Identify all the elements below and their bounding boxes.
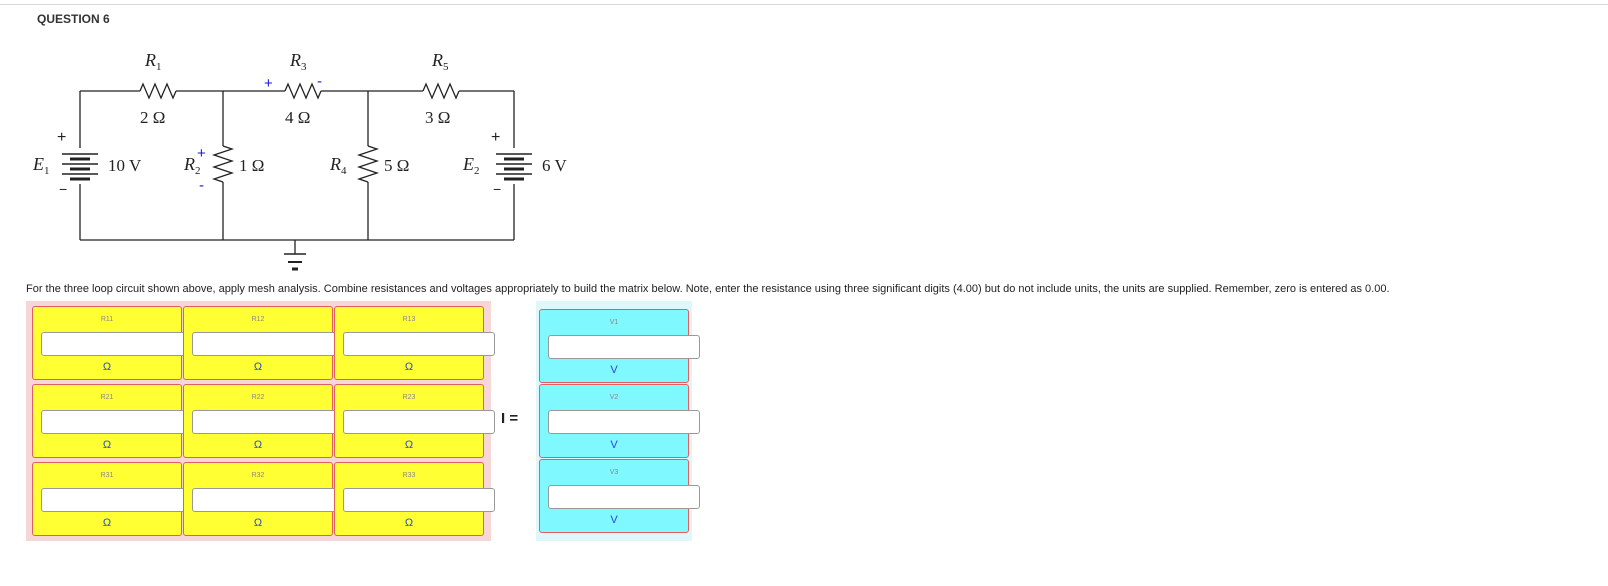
r3-minus-sign: - — [317, 73, 322, 90]
resistance-matrix: R11 Ω R12 Ω R13 Ω R21 Ω R22 Ω R23 Ω R31 … — [26, 301, 495, 541]
cell-label: R11 — [100, 316, 114, 323]
r4-value: 5 Ω — [384, 156, 409, 175]
matrix-cell-r21: R21 Ω — [32, 384, 193, 458]
r12-input[interactable] — [192, 332, 344, 356]
r4-resistor-zigzag — [356, 145, 380, 183]
r22-input[interactable] — [192, 410, 344, 434]
v2-input[interactable] — [548, 410, 700, 434]
v3-input[interactable] — [548, 485, 700, 509]
ohm-unit: Ω — [102, 361, 112, 373]
r21-input[interactable] — [41, 410, 193, 434]
r5-resistor-zigzag — [422, 82, 460, 100]
e1-value: 10 V — [108, 156, 142, 175]
cell-label: R23 — [402, 394, 416, 401]
cell-label: R12 — [251, 316, 265, 323]
ohm-unit: Ω — [404, 361, 414, 373]
e2-plus-sign: + — [491, 129, 500, 146]
e1-battery-symbol — [62, 153, 98, 181]
ohm-unit: Ω — [253, 517, 263, 529]
r32-input[interactable] — [192, 488, 344, 512]
volt-unit: V — [610, 514, 618, 526]
r4-name: R4 — [329, 154, 347, 177]
r5-value: 3 Ω — [425, 108, 450, 127]
cell-label: R31 — [100, 472, 114, 479]
volt-unit: V — [610, 439, 618, 451]
r2-minus-sign: - — [199, 177, 204, 194]
cell-label: V1 — [609, 319, 619, 326]
r2-value: 1 Ω — [239, 156, 264, 175]
r33-input[interactable] — [343, 488, 495, 512]
r3-resistor-zigzag — [284, 82, 322, 100]
cell-label: V3 — [609, 469, 619, 476]
cell-label: R22 — [251, 394, 265, 401]
ohm-unit: Ω — [253, 439, 263, 451]
matrix-cell-r11: R11 Ω — [32, 306, 193, 380]
e2-name: E2 — [462, 154, 480, 177]
cell-label: R21 — [100, 394, 114, 401]
e1-plus-sign: + — [57, 129, 66, 146]
matrix-cell-r31: R31 Ω — [32, 462, 193, 536]
circuit-wires — [79, 90, 515, 254]
ohm-unit: Ω — [404, 517, 414, 529]
r2-plus-sign: + — [197, 145, 206, 162]
ohm-unit: Ω — [404, 439, 414, 451]
r23-input[interactable] — [343, 410, 495, 434]
ohm-unit: Ω — [253, 361, 263, 373]
r3-plus-sign: + — [264, 75, 273, 92]
matrix-cell-r33: R33 Ω — [334, 462, 495, 536]
matrix-cell-r22: R22 Ω — [183, 384, 344, 458]
vector-cell-v2: V2 V — [539, 384, 700, 458]
r3-name: R3 — [289, 50, 307, 73]
circuit-diagram: R1 2 Ω R3 4 Ω + - R5 3 Ω R2 + - 1 Ω R4 5… — [32, 50, 567, 271]
r3-value: 4 Ω — [285, 108, 310, 127]
e2-value: 6 V — [542, 156, 567, 175]
r2-name: R2 — [183, 154, 201, 177]
r11-input[interactable] — [41, 332, 193, 356]
ohm-unit: Ω — [102, 439, 112, 451]
matrix-cell-r23: R23 Ω — [334, 384, 495, 458]
r1-name: R1 — [144, 50, 162, 73]
r13-input[interactable] — [343, 332, 495, 356]
matrix-cell-r32: R32 Ω — [183, 462, 344, 536]
r2-resistor-zigzag — [211, 145, 235, 183]
matrix-cell-r13: R13 Ω — [334, 306, 495, 380]
e1-name: E1 — [32, 154, 50, 177]
r1-resistor-zigzag — [139, 82, 177, 100]
volt-unit: V — [610, 364, 618, 376]
e1-minus-sign: − — [59, 181, 67, 197]
cell-label: R13 — [402, 316, 416, 323]
cell-label: R33 — [402, 472, 416, 479]
instructions-text: For the three loop circuit shown above, … — [26, 283, 1390, 295]
top-divider — [0, 4, 1608, 5]
ohm-unit: Ω — [102, 517, 112, 529]
v1-input[interactable] — [548, 335, 700, 359]
cell-label: R32 — [251, 472, 265, 479]
r1-value: 2 Ω — [140, 108, 165, 127]
ground-symbol — [284, 253, 306, 271]
equation-sign: I = — [501, 410, 519, 427]
voltage-vector: V1 V V2 V V3 V — [536, 301, 700, 541]
e2-minus-sign: − — [493, 181, 501, 197]
question-title: QUESTION 6 — [37, 12, 110, 26]
r31-input[interactable] — [41, 488, 193, 512]
r5-name: R5 — [431, 50, 449, 73]
vector-cell-v1: V1 V — [539, 309, 700, 383]
e2-battery-symbol — [496, 153, 532, 181]
vector-cell-v3: V3 V — [539, 459, 700, 533]
cell-label: V2 — [609, 394, 619, 401]
matrix-cell-r12: R12 Ω — [183, 306, 344, 380]
